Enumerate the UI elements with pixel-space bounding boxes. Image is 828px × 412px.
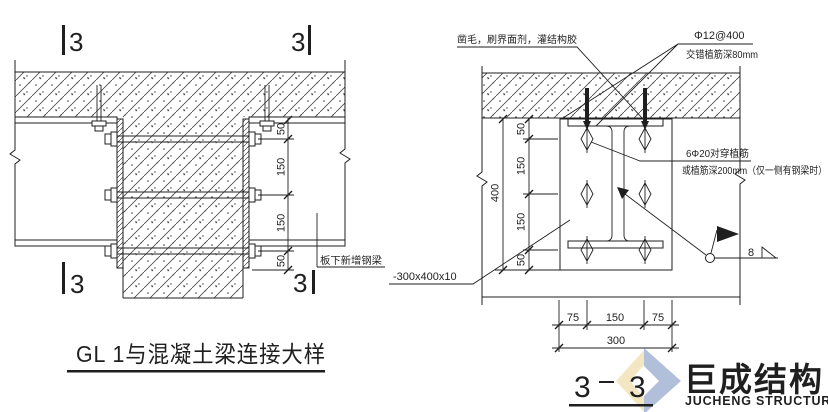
section-marker-label: 3 bbox=[70, 269, 84, 299]
anchor-spec-label-line2: 交错植筋深80mm bbox=[686, 48, 758, 61]
weld-flag-pole bbox=[710, 229, 718, 254]
section-marker-bottom-left: 3 bbox=[62, 262, 84, 299]
side-plate-right bbox=[242, 118, 250, 269]
section-title-number: 3 bbox=[574, 371, 591, 404]
side-plate-left bbox=[116, 118, 124, 269]
section-marker-label: 3 bbox=[293, 268, 307, 298]
section-marker-top-right: 3 bbox=[291, 25, 311, 57]
weld-symbol: 8 bbox=[617, 187, 778, 263]
section-marker-top-left: 3 bbox=[62, 25, 83, 57]
dim-label: 300 bbox=[607, 335, 625, 347]
section-marker-bar bbox=[308, 25, 311, 55]
section-beam-edge-right bbox=[734, 66, 746, 305]
section-dim-bottom: 75 150 75 300 bbox=[552, 300, 679, 353]
section-dim-overall: 400 bbox=[490, 114, 560, 275]
weld-size-label: 8 bbox=[748, 247, 754, 259]
anchor-spec-label-line1: Φ12@400 bbox=[694, 30, 745, 42]
section-title-number: 3 bbox=[629, 371, 646, 404]
section-marker-bottom-right: 3 bbox=[293, 268, 315, 298]
slab-anchor-bolt-right bbox=[259, 85, 275, 132]
section-title-underline bbox=[569, 404, 653, 407]
section-title: 3 3 bbox=[569, 371, 653, 407]
wall-edge-left bbox=[9, 60, 21, 246]
anchor-spec-leader bbox=[562, 43, 753, 127]
section-beam-edge-left bbox=[476, 66, 488, 305]
weld-leader-arrowhead bbox=[617, 187, 629, 199]
section-slab-outline bbox=[482, 72, 740, 119]
plate-size-label: -300x400x10 bbox=[393, 271, 457, 283]
dim-label: 150 bbox=[276, 214, 288, 232]
h-beam-top-flange bbox=[567, 118, 664, 127]
h-beam-web bbox=[605, 125, 631, 242]
dim-label: 150 bbox=[606, 312, 624, 324]
diamond-bolt-symbols bbox=[580, 125, 652, 264]
company-logo: 巨成结构 JUCHENG STRUCTURE bbox=[616, 348, 828, 412]
concrete-beam-hatch bbox=[123, 117, 243, 298]
dim-label: 50 bbox=[276, 123, 288, 135]
title-underline bbox=[67, 370, 325, 373]
rebar-spec-label-line1: 6Φ20对穿植筋 bbox=[686, 147, 749, 160]
surface-treatment-label: 凿毛，刷界面剂，灌结构胶 bbox=[457, 33, 577, 46]
wall-edge-right bbox=[339, 60, 351, 246]
section-title-dash bbox=[599, 381, 614, 383]
weld-circle-icon bbox=[705, 253, 715, 263]
left-elevation-view: 50 150 150 50 3 3 3 3 板下新增钢梁 GL 1与混凝土梁连接… bbox=[9, 25, 385, 373]
left-view-title: GL 1与混凝土梁连接大样 bbox=[76, 341, 326, 367]
beam-bottom-outline bbox=[122, 268, 244, 299]
slab-anchor-bolt-left bbox=[91, 85, 107, 132]
dim-label: 75 bbox=[652, 312, 664, 324]
section-marker-bar bbox=[312, 270, 315, 294]
dim-label: 50 bbox=[516, 123, 528, 135]
dim-label: 150 bbox=[516, 213, 528, 231]
dim-label: 400 bbox=[490, 184, 502, 202]
logo-arrow-blue bbox=[644, 348, 681, 412]
plate-size-leader bbox=[389, 219, 571, 285]
section-dim-chain: 50 150 150 50 bbox=[516, 114, 558, 275]
logo-text-en: JUCHENG STRUCTURE bbox=[685, 394, 828, 408]
h-beam-bottom-flange bbox=[567, 240, 664, 249]
left-dim-chain: 50 150 150 50 bbox=[252, 115, 294, 275]
concrete-slab-hatch bbox=[15, 72, 345, 117]
dim-label: 50 bbox=[276, 255, 288, 267]
weld-fillet-triangle-icon bbox=[761, 246, 777, 259]
logo-text-cn: 巨成结构 bbox=[684, 361, 824, 398]
section-3-3-view: 凿毛，刷界面剂，灌结构胶 Φ12@400 交错植筋深80mm 6Φ20对穿植筋 … bbox=[389, 30, 827, 407]
rebar-spec-label-line2: 或植筋深200mm（仅一侧有钢梁时） bbox=[682, 164, 827, 177]
dim-label: 75 bbox=[567, 312, 579, 324]
weld-flag-icon bbox=[717, 226, 739, 242]
logo-arrow-notch bbox=[644, 366, 659, 396]
section-marker-label: 3 bbox=[291, 27, 305, 57]
dim-label: 150 bbox=[516, 157, 528, 175]
weld-leader bbox=[620, 190, 707, 256]
steel-flange-bottom-left bbox=[14, 239, 118, 247]
beam-label-leader bbox=[316, 213, 385, 268]
dim-label: 50 bbox=[516, 254, 528, 266]
beam-label: 板下新增钢梁 bbox=[320, 254, 382, 267]
dim-label: 150 bbox=[276, 158, 288, 176]
rebar-spec-leader bbox=[590, 141, 751, 162]
section-marker-bar bbox=[62, 262, 65, 294]
section-marker-label: 3 bbox=[69, 27, 83, 57]
surface-treatment-leader bbox=[457, 46, 644, 120]
steel-flange-bottom-right bbox=[248, 239, 346, 247]
section-marker-bar bbox=[62, 25, 65, 55]
